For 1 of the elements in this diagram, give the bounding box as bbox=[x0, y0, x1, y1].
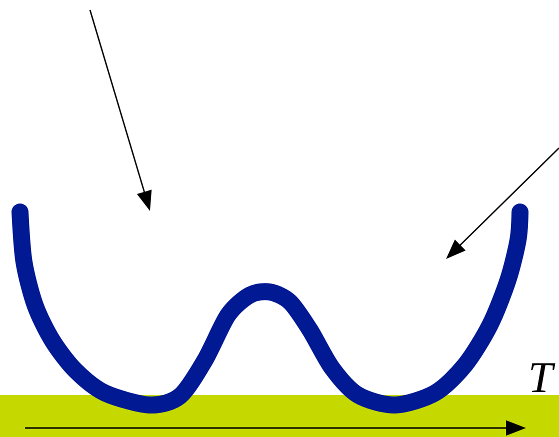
axis-label: T bbox=[531, 363, 556, 392]
